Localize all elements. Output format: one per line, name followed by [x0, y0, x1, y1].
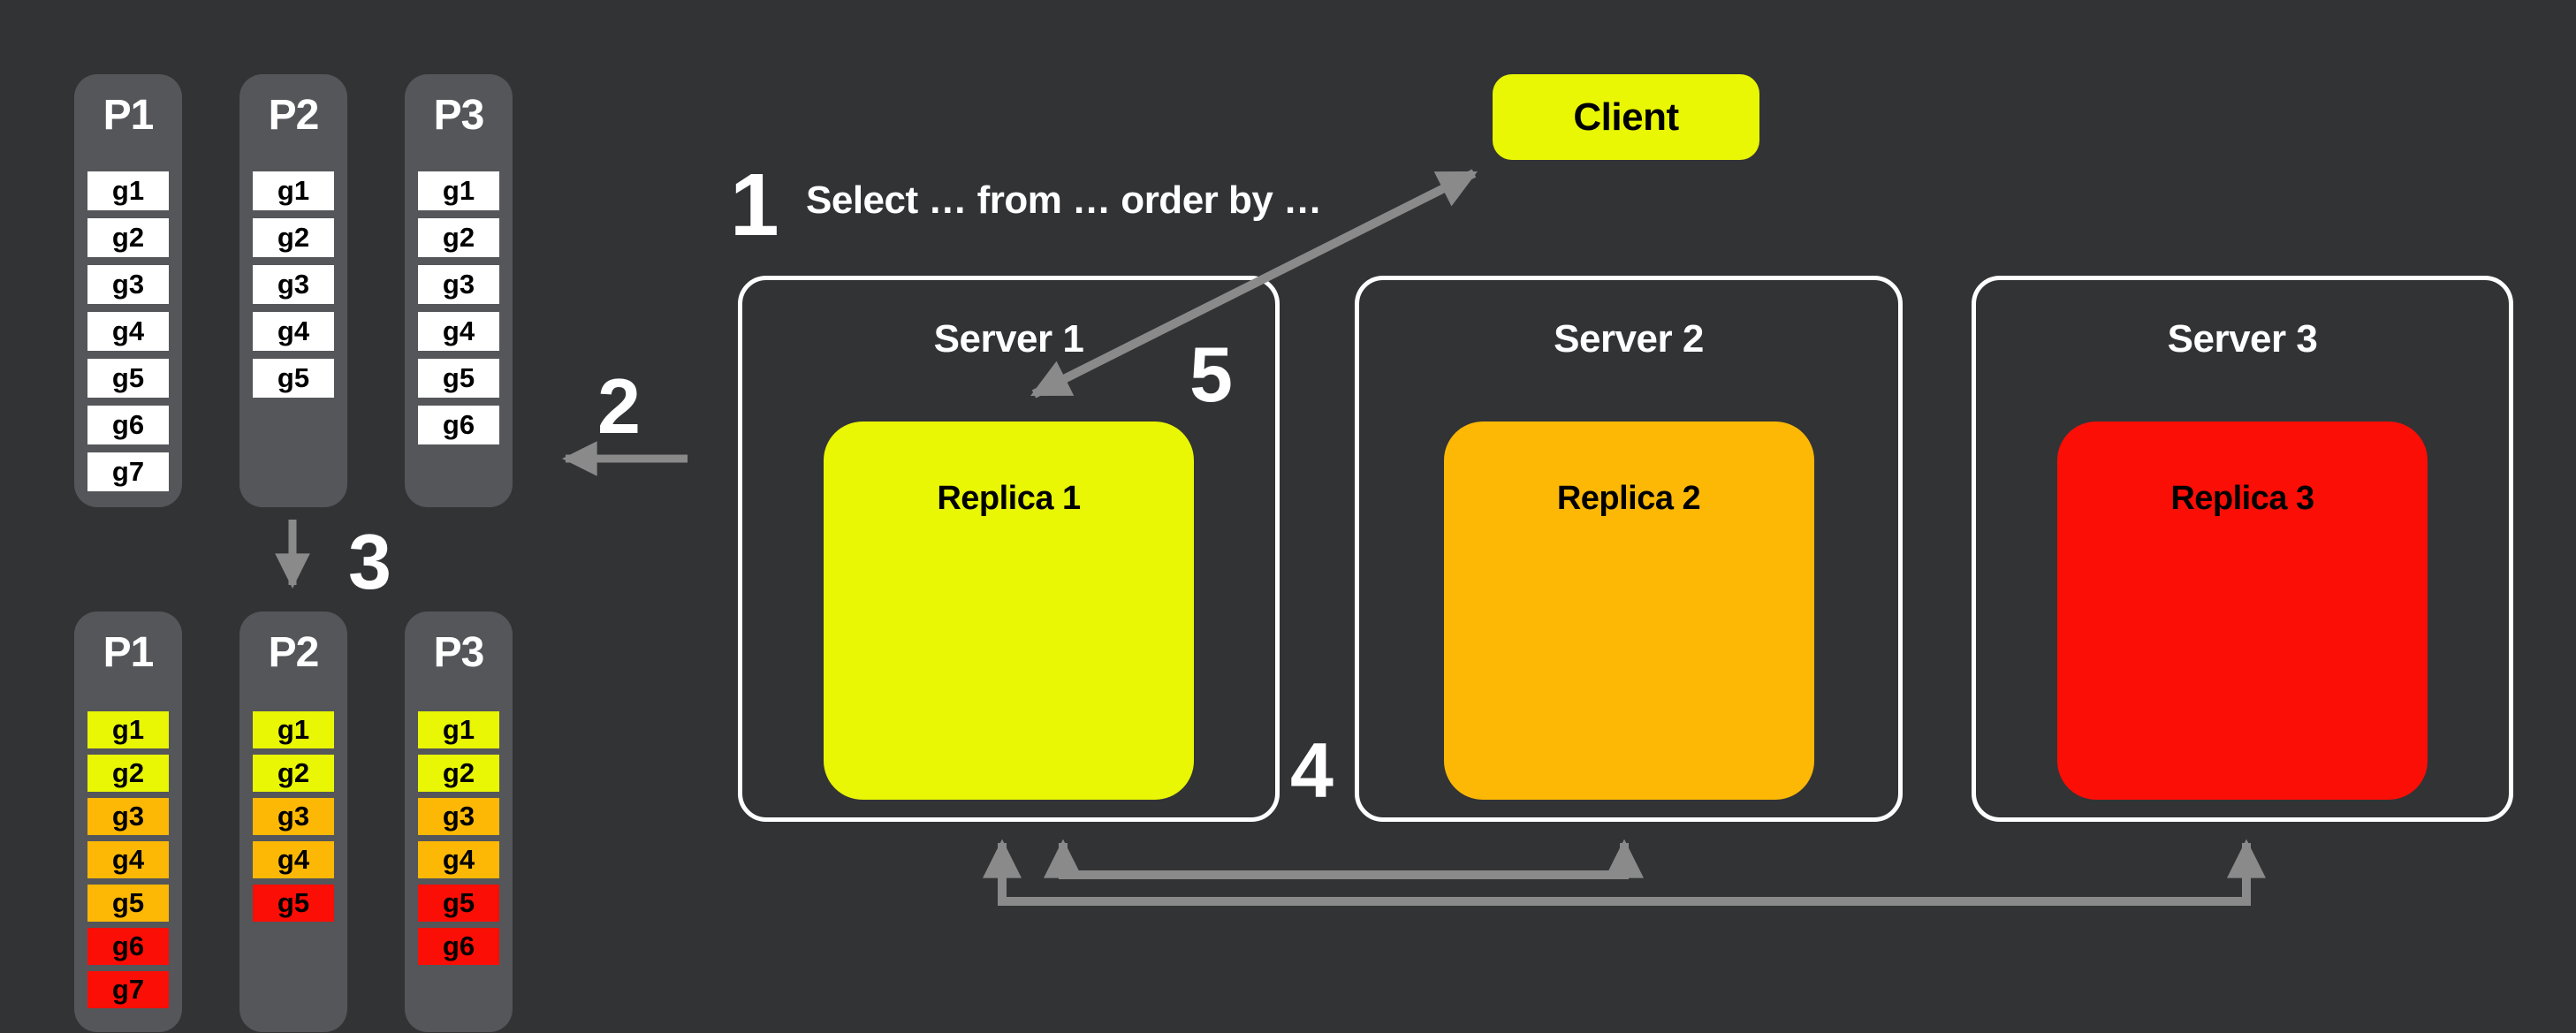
partition-cells: g1 g2 g3 g4 g5	[239, 711, 347, 922]
replica-3-label: Replica 3	[2170, 480, 2314, 517]
shard-cell-g4-before: g4	[253, 312, 334, 351]
step-3-number: 3	[348, 518, 391, 605]
partition-cells: g1 g2 g3 g4 g5 g6	[405, 711, 513, 965]
shard-cell-g5-after: g5	[253, 885, 334, 922]
shard-cell-g5-before: g5	[253, 359, 334, 398]
server-2-label: Server 2	[1554, 317, 1704, 361]
partition-cells: g1 g2 g3 g4 g5	[239, 171, 347, 398]
partition-before-p1: P1 g1 g2 g3 g4 g5 g6 g7	[74, 74, 182, 507]
shard-cell-g2-after: g2	[418, 755, 499, 792]
partition-after-p3: P3 g1 g2 g3 g4 g5 g6	[405, 611, 513, 1032]
shard-cell-g7-after: g7	[87, 971, 169, 1008]
step-5-number: 5	[1189, 330, 1233, 418]
shard-cell-g4-after: g4	[87, 841, 169, 878]
client-box: Client	[1493, 74, 1759, 160]
replica-2-label: Replica 2	[1556, 480, 1701, 517]
server-2-box: Server 2 Replica 2	[1355, 276, 1903, 822]
shard-cell-g1-after: g1	[418, 711, 499, 748]
partition-group-after: P1 g1 g2 g3 g4 g5 g6 g7 P2 g1 g2 g3 g4 g5 P3 g1 g2 g3 g4 g5…	[74, 611, 513, 1032]
shard-cell-g2-after: g2	[87, 755, 169, 792]
shard-cell-g2-before: g2	[87, 218, 169, 257]
partition-cells: g1 g2 g3 g4 g5 g6 g7	[74, 171, 182, 491]
shard-cell-g2-before: g2	[253, 218, 334, 257]
shard-cell-g1-after: g1	[87, 711, 169, 748]
step-4-number: 4	[1290, 726, 1334, 814]
partition-title: P3	[433, 629, 485, 676]
shard-cell-g1-before: g1	[87, 171, 169, 210]
server-1-box: Server 1 Replica 1	[738, 276, 1280, 822]
step-1-number: 1	[730, 156, 779, 254]
shard-cell-g6-before: g6	[418, 406, 499, 444]
shard-cell-g3-before: g3	[418, 265, 499, 304]
shard-cell-g6-after: g6	[87, 928, 169, 965]
replica-1-label: Replica 1	[937, 480, 1081, 517]
server-3-label: Server 3	[2167, 317, 2318, 361]
replica-3-box: Replica 3	[2057, 422, 2428, 800]
step-2-number: 2	[597, 362, 641, 450]
exchange-arrow-server1-server3	[982, 839, 2267, 906]
shard-cell-g3-after: g3	[253, 798, 334, 835]
shard-cell-g3-after: g3	[87, 798, 169, 835]
partition-title: P2	[268, 629, 320, 676]
partition-before-p2: P2 g1 g2 g3 g4 g5	[239, 74, 347, 507]
shard-cell-g1-after: g1	[253, 711, 334, 748]
shard-cell-g3-before: g3	[253, 265, 334, 304]
partition-title: P1	[103, 629, 155, 676]
partition-title: P2	[268, 92, 320, 139]
shard-cell-g3-after: g3	[418, 798, 499, 835]
shard-cell-g1-before: g1	[253, 171, 334, 210]
shard-cell-g5-after: g5	[418, 885, 499, 922]
shard-cell-g5-after: g5	[87, 885, 169, 922]
replica-1-box: Replica 1	[824, 422, 1194, 800]
partition-cells: g1 g2 g3 g4 g5 g6 g7	[74, 711, 182, 1008]
shard-cell-g4-after: g4	[418, 841, 499, 878]
shard-cell-g4-before: g4	[87, 312, 169, 351]
partition-title: P3	[433, 92, 485, 139]
shard-cell-g4-after: g4	[253, 841, 334, 878]
partition-group-before: P1 g1 g2 g3 g4 g5 g6 g7 P2 g1 g2 g3 g4 g5 P3 g1 g2 g3 g4 g5…	[74, 74, 513, 507]
shard-cell-g3-before: g3	[87, 265, 169, 304]
server-3-box: Server 3 Replica 3	[1972, 276, 2513, 822]
shard-cell-g1-before: g1	[418, 171, 499, 210]
shard-cell-g5-before: g5	[87, 359, 169, 398]
query-text: Select … from … order by …	[806, 178, 1322, 222]
shard-cell-g2-before: g2	[418, 218, 499, 257]
replica-2-box: Replica 2	[1443, 422, 1814, 800]
partition-after-p2: P2 g1 g2 g3 g4 g5	[239, 611, 347, 1032]
shard-cell-g6-before: g6	[87, 406, 169, 444]
exchange-arrow-server1-server2	[1043, 839, 1645, 879]
partition-title: P1	[103, 92, 155, 139]
partition-after-p1: P1 g1 g2 g3 g4 g5 g6 g7	[74, 611, 182, 1032]
partition-before-p3: P3 g1 g2 g3 g4 g5 g6	[405, 74, 513, 507]
shard-cell-g6-after: g6	[418, 928, 499, 965]
shard-cell-g2-after: g2	[253, 755, 334, 792]
shard-cell-g7-before: g7	[87, 452, 169, 491]
partition-cells: g1 g2 g3 g4 g5 g6	[405, 171, 513, 444]
shard-cell-g4-before: g4	[418, 312, 499, 351]
shard-cell-g5-before: g5	[418, 359, 499, 398]
